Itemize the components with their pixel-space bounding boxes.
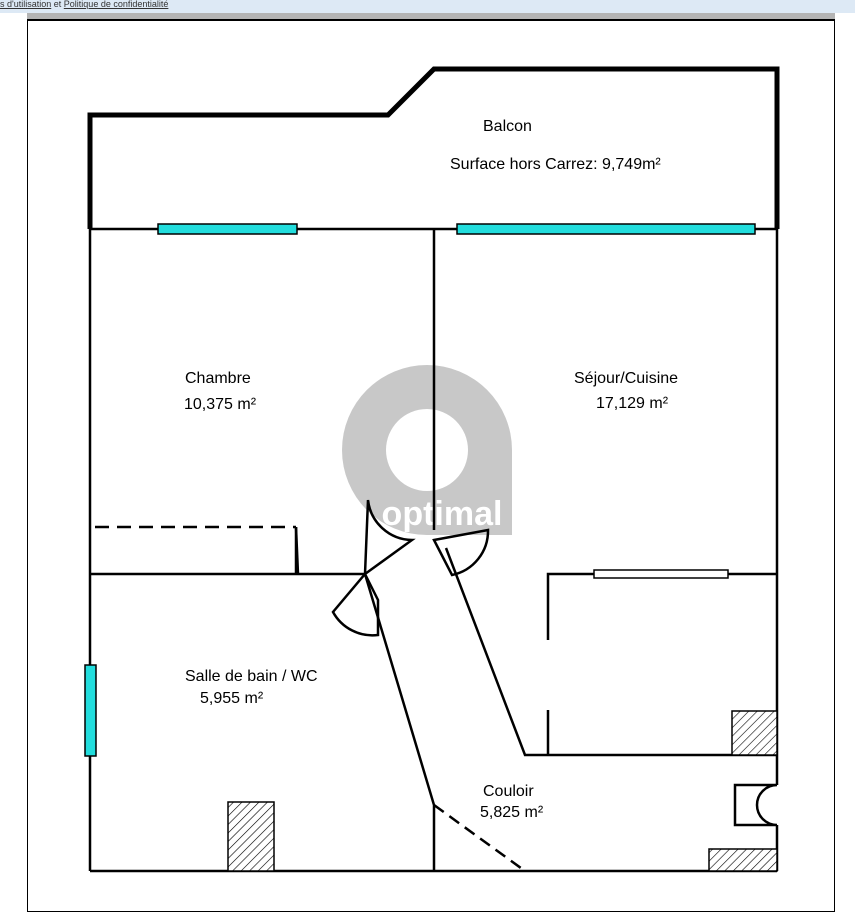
privacy-link[interactable]: Politique de confidentialité [63, 0, 169, 9]
room-area-sdb: 5,955 m² [200, 690, 264, 707]
separator-text: et [53, 0, 62, 9]
viewer-toolbar [27, 13, 835, 19]
room-name-balcon: Balcon [483, 118, 532, 135]
windows [84, 223, 756, 757]
room-name-chambre: Chambre [185, 370, 251, 387]
room-area-sejour: 17,129 m² [596, 395, 669, 412]
room-area-balcon: Surface hors Carrez: 9,749m² [450, 156, 661, 173]
walls [87, 66, 780, 873]
watermark-logo: optimal [342, 365, 512, 535]
room-name-sdb: Salle de bain / WC [185, 668, 318, 685]
window-chambre [157, 223, 298, 235]
window-sdb [84, 664, 97, 757]
room-area-couloir: 5,825 m² [480, 804, 544, 821]
room-area-chambre: 10,375 m² [184, 396, 257, 413]
room-name-sejour: Séjour/Cuisine [574, 370, 678, 387]
window-kitchen [593, 569, 729, 579]
top-links: s d'utilisation et Politique de confiden… [0, 0, 855, 13]
watermark-text: optimal [382, 495, 503, 533]
room-name-couloir: Couloir [483, 783, 534, 800]
window-sejour [456, 223, 756, 235]
terms-link[interactable]: s d'utilisation [0, 0, 52, 9]
ducts [227, 710, 778, 872]
